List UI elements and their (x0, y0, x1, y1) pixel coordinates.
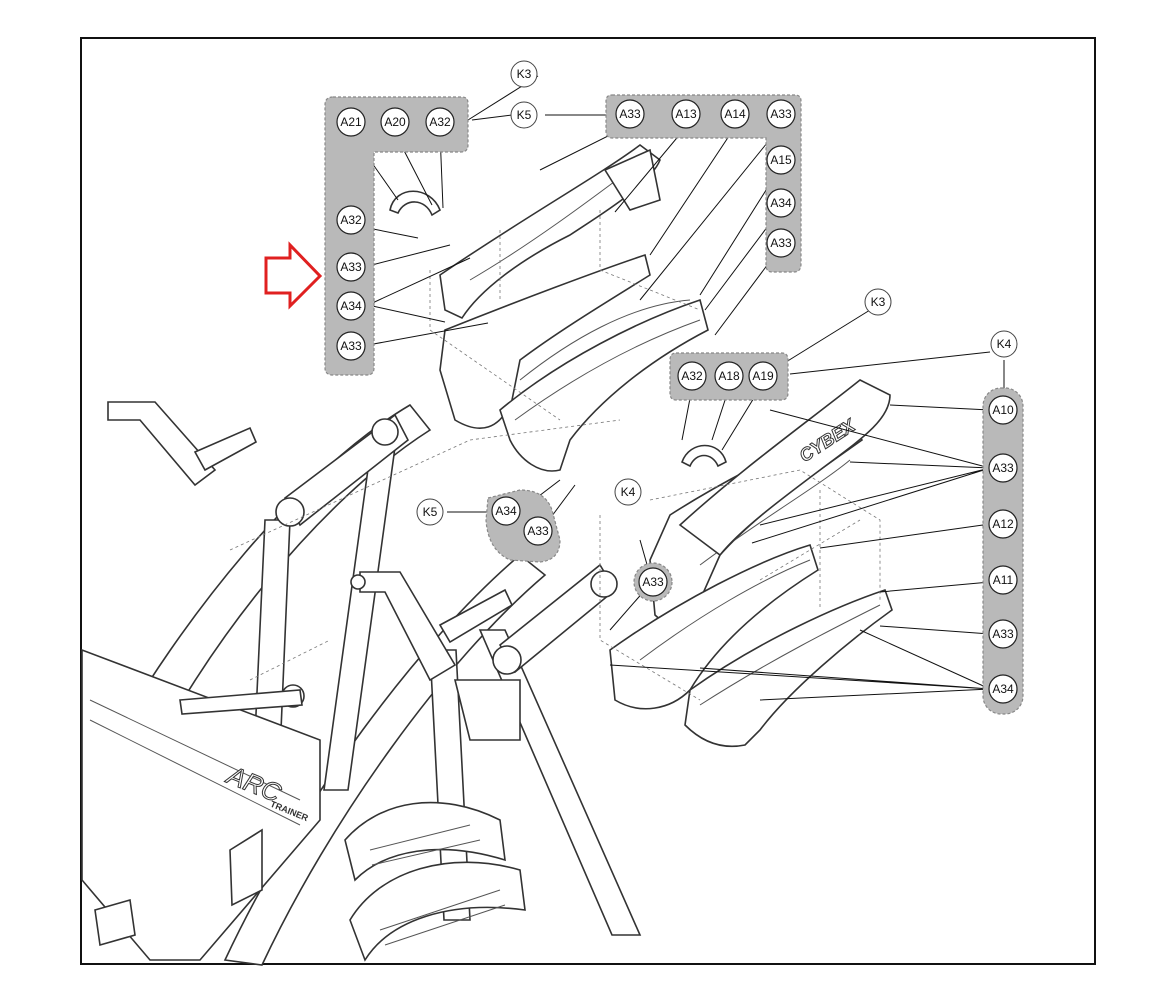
machine-frame (81, 401, 642, 966)
callout-a11: A11 (988, 565, 1018, 595)
svg-text:A33: A33 (619, 107, 641, 121)
svg-text:A19: A19 (752, 369, 774, 383)
svg-text:A33: A33 (992, 461, 1014, 475)
svg-text:A33: A33 (340, 339, 362, 353)
svg-text:A13: A13 (675, 107, 697, 121)
callout-a33: A33 (988, 619, 1018, 649)
svg-text:K5: K5 (423, 505, 438, 519)
callout-a33: A33 (766, 228, 796, 258)
svg-text:A32: A32 (429, 115, 451, 129)
callout-a34: A34 (336, 291, 366, 321)
kit-label-k5-bottom: K5 (416, 498, 444, 526)
callout-a33: A33 (615, 99, 645, 129)
svg-text:A12: A12 (992, 517, 1014, 531)
callout-a33: A33 (336, 331, 366, 361)
svg-text:A33: A33 (770, 107, 792, 121)
svg-text:A33: A33 (642, 575, 664, 589)
callout-top-right-column: A15 A34 A33 (766, 145, 796, 258)
svg-text:A18: A18 (718, 369, 740, 383)
svg-text:K3: K3 (871, 295, 886, 309)
kit-label-k4-right: K4 (990, 330, 1018, 358)
callout-a33: A33 (336, 252, 366, 282)
callout-a33: A33 (638, 567, 668, 597)
svg-text:A10: A10 (992, 403, 1014, 417)
callout-right-column: A10 A33 A12 A11 A33 A34 (988, 395, 1018, 704)
callout-a34: A34 (491, 496, 521, 526)
svg-text:A32: A32 (340, 213, 362, 227)
red-outline-arrow-icon (264, 241, 323, 310)
svg-text:A32: A32 (681, 369, 703, 383)
svg-text:K4: K4 (621, 485, 636, 499)
svg-text:A33: A33 (770, 236, 792, 250)
kit-label-k3-mid: K3 (864, 288, 892, 316)
kit-labels: K3 K5 K3 K4 K5 K4 (416, 60, 1018, 526)
callout-a13: A13 (671, 99, 701, 129)
upper-shroud-parts: CYBEX (389, 144, 893, 748)
callout-a18: A18 (714, 361, 744, 391)
svg-text:K4: K4 (997, 337, 1012, 351)
svg-text:K3: K3 (517, 67, 532, 81)
svg-text:A33: A33 (992, 627, 1014, 641)
svg-text:A21: A21 (340, 115, 362, 129)
callout-a32: A32 (425, 107, 455, 137)
svg-text:A33: A33 (527, 524, 549, 538)
callout-a34: A34 (766, 188, 796, 218)
svg-text:A34: A34 (770, 196, 792, 210)
svg-text:A33: A33 (340, 260, 362, 274)
svg-text:A20: A20 (384, 115, 406, 129)
svg-text:A15: A15 (770, 153, 792, 167)
svg-text:A34: A34 (340, 299, 362, 313)
svg-text:A34: A34 (495, 504, 517, 518)
callout-a34: A34 (988, 674, 1018, 704)
callout-top-row: A33 A13 A14 A33 (615, 99, 796, 129)
callout-a32: A32 (677, 361, 707, 391)
svg-text:A14: A14 (724, 107, 746, 121)
kit-label-k4-center: K4 (614, 478, 642, 506)
kit-label-k3-top: K3 (510, 60, 538, 88)
callout-a33: A33 (988, 453, 1018, 483)
callout-a21: A21 (336, 107, 366, 137)
callout-a33: A33 (766, 99, 796, 129)
callout-a20: A20 (380, 107, 410, 137)
callout-a14: A14 (720, 99, 750, 129)
callout-center-single: A33 (638, 567, 668, 597)
callout-left-column: A21 A20 A32 A32 A33 A34 A33 (336, 107, 455, 361)
callout-a33: A33 (523, 516, 553, 546)
callout-a32: A32 (336, 205, 366, 235)
callout-middle-row: A32 A18 A19 (677, 361, 778, 391)
callout-a12: A12 (988, 509, 1018, 539)
svg-text:K5: K5 (517, 108, 532, 122)
kit-label-k5-top: K5 (510, 101, 538, 129)
callout-bottom-pair: A34 A33 (491, 496, 553, 546)
svg-text:A11: A11 (993, 573, 1014, 587)
callout-a15: A15 (766, 145, 796, 175)
callout-a19: A19 (748, 361, 778, 391)
svg-text:A34: A34 (992, 682, 1014, 696)
callout-a10: A10 (988, 395, 1018, 425)
